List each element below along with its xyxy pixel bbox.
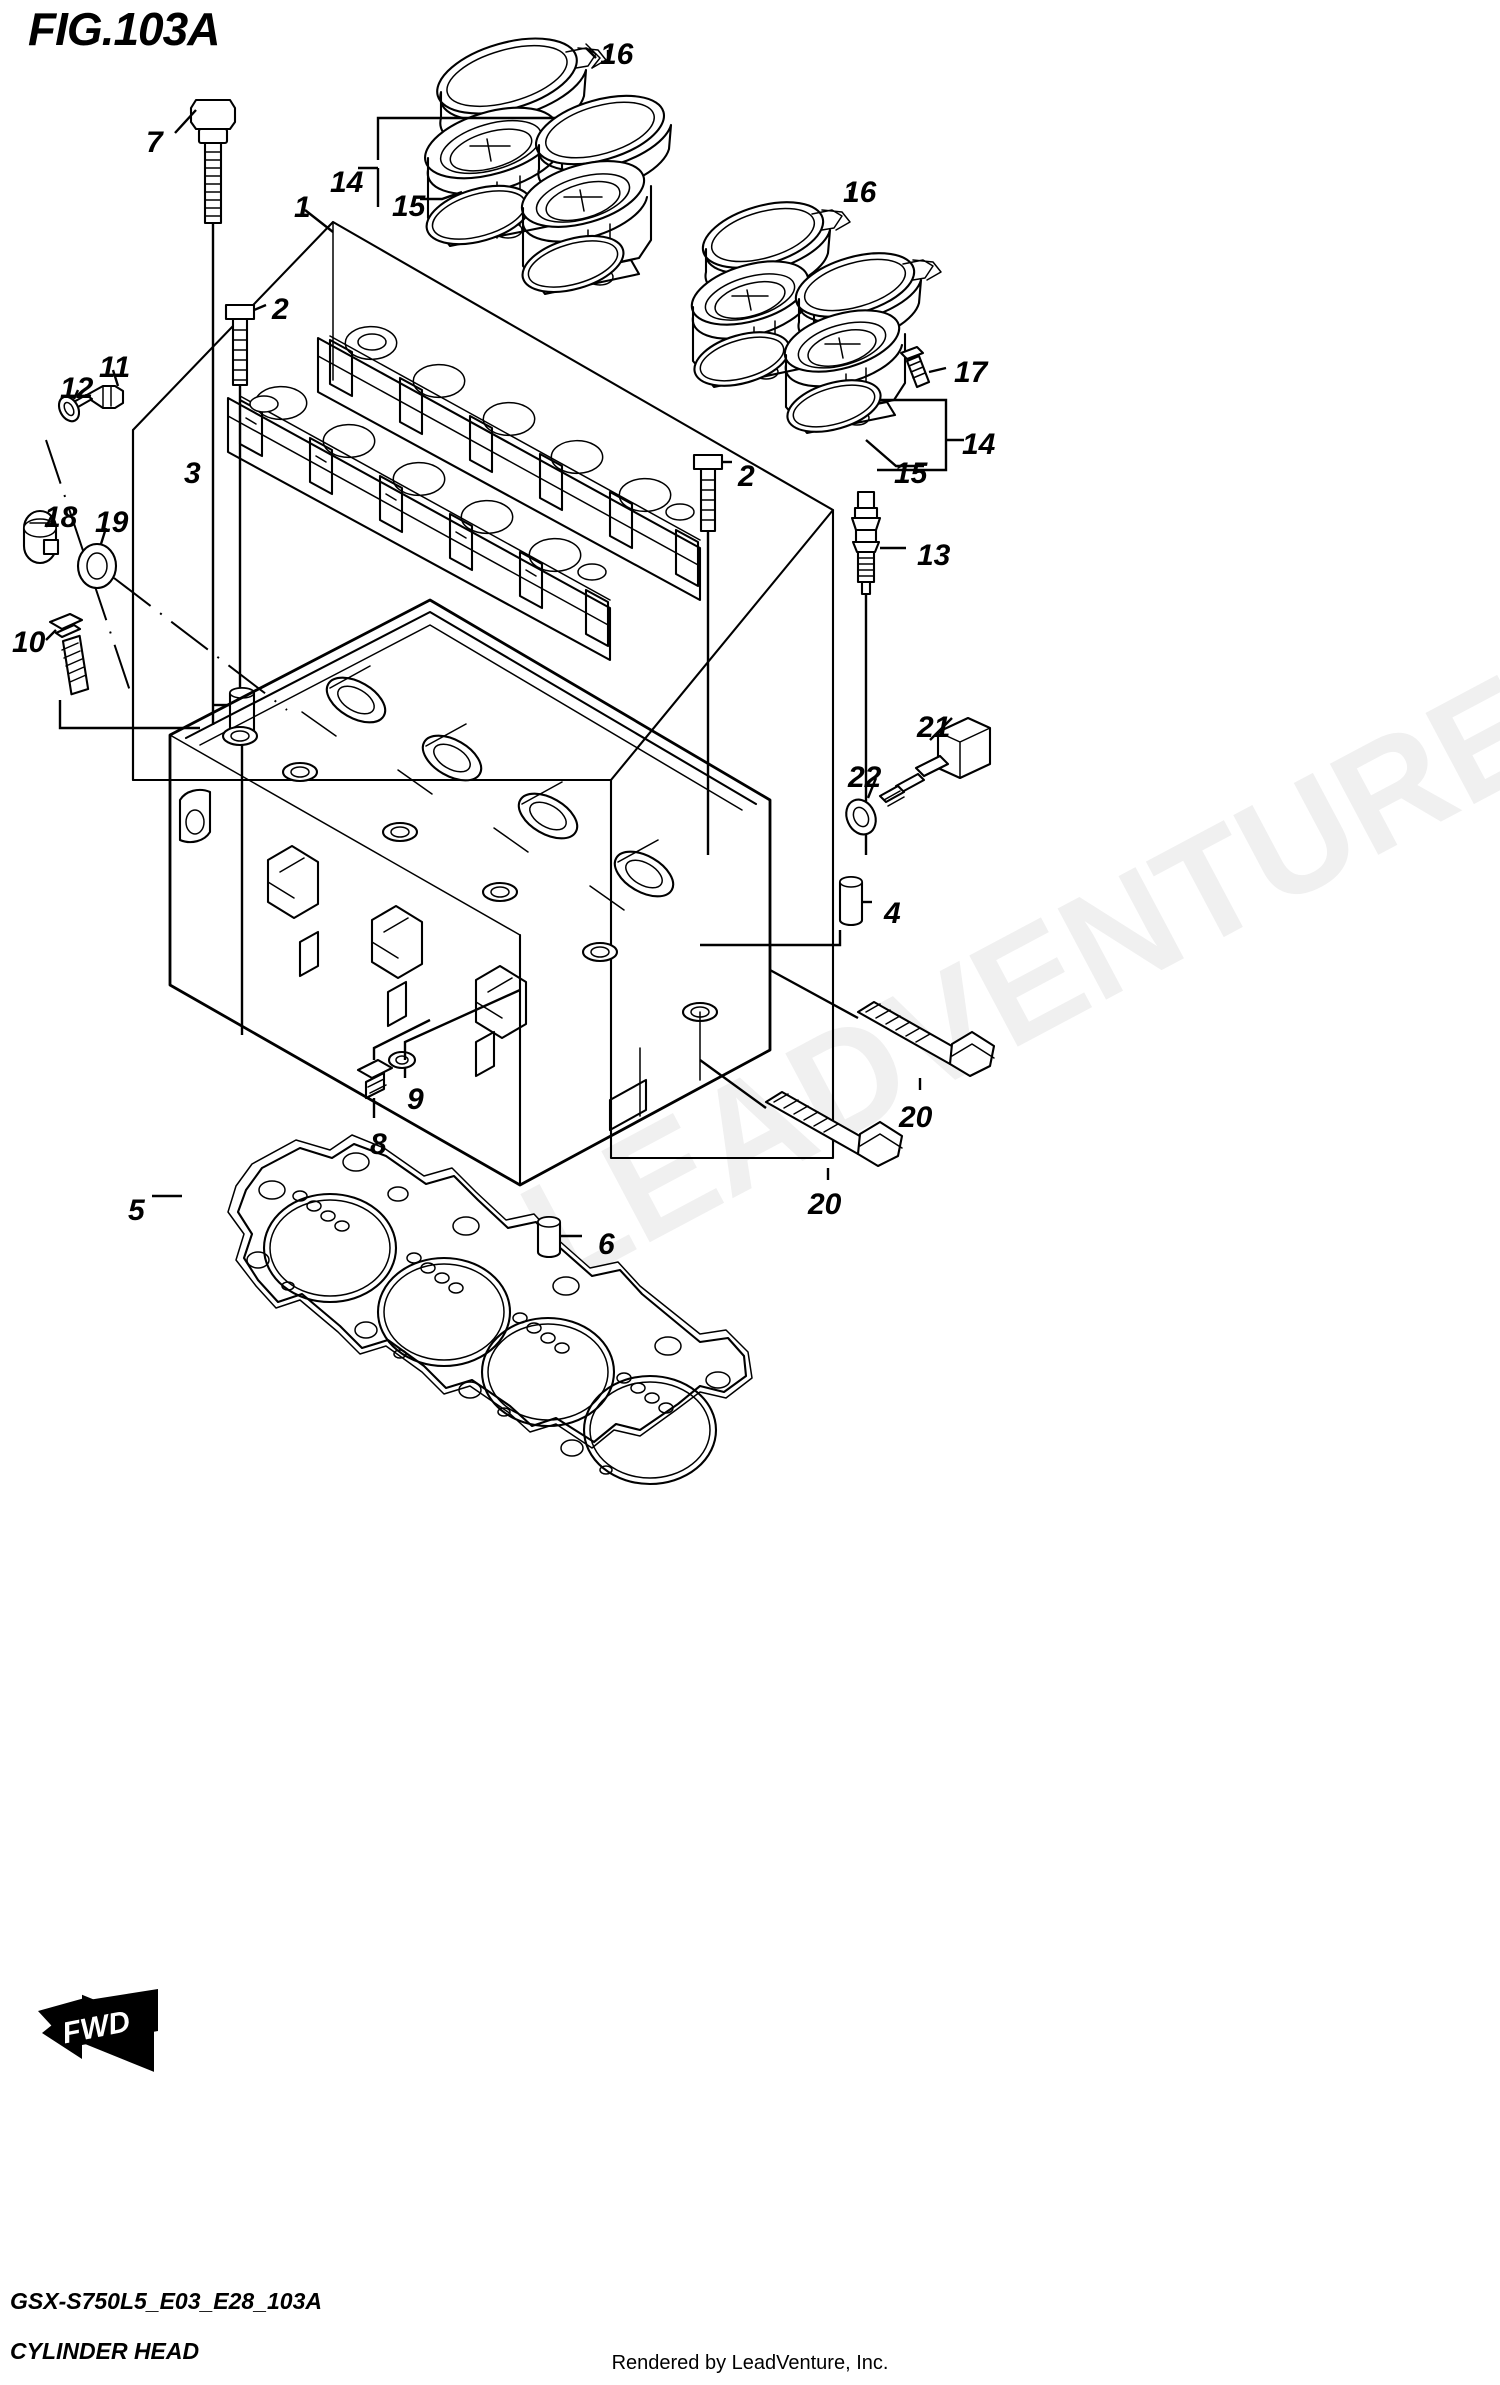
callout-6: 6 <box>598 1228 615 1261</box>
callout-11: 11 <box>99 351 131 384</box>
intake-group-left <box>358 37 673 296</box>
part-7-head-bolt <box>174 98 237 725</box>
render-credit: Rendered by LeadVenture, Inc. <box>611 2352 889 2374</box>
callout-21: 21 <box>917 711 951 744</box>
callout-14-left: 14 <box>330 166 364 199</box>
part-2-journal-bolt-left <box>224 303 267 700</box>
callout-7: 7 <box>146 126 163 159</box>
callout-2-left: 2 <box>272 293 289 326</box>
callout-1: 1 <box>294 191 311 224</box>
part-15-o-ring-right-b <box>786 379 924 468</box>
callout-3: 3 <box>184 457 201 490</box>
part-18-plug-cap <box>22 509 60 565</box>
part-6-dowel-pin-gasket <box>536 1215 582 1259</box>
callout-5: 5 <box>128 1194 145 1227</box>
part-15-o-ring-right-a <box>693 331 791 387</box>
part-4-dowel-pin <box>700 875 872 947</box>
valve-pockets <box>325 676 675 898</box>
figure-title: FIG.103A <box>28 3 220 55</box>
head-bolt-bosses <box>221 725 719 1023</box>
callout-20-a: 20 <box>899 1101 933 1134</box>
callout-13: 13 <box>917 539 951 572</box>
callout-19: 19 <box>95 506 129 539</box>
part-11-oil-jet-nozzle <box>70 369 125 410</box>
fwd-orientation-arrow: FWD <box>38 1985 166 2073</box>
part-16-funnel-ring-right-b <box>794 252 942 347</box>
part-10-flange-bolt <box>45 612 200 730</box>
part-15-o-ring-left-b <box>521 234 625 294</box>
callout-22: 22 <box>848 761 882 794</box>
watermark: LEADVENTURE <box>496 642 1500 1319</box>
part-17-clamp-screw <box>899 345 947 389</box>
part-8-small-bolt <box>356 1058 394 1118</box>
assembly-envelope-box <box>131 220 835 1160</box>
part-2-journal-bolt-right <box>692 453 732 855</box>
callout-4: 4 <box>884 897 901 930</box>
intake-group-right <box>690 190 964 472</box>
part-22-o-ring-sensor <box>845 777 878 836</box>
exhaust-stubs <box>298 930 496 1078</box>
part-21-coolant-sensor <box>878 716 992 807</box>
svg-text:LEADVENTURE: LEADVENTURE <box>496 642 1500 1319</box>
callout-12: 12 <box>60 372 94 405</box>
part-16-funnel-ring-left <box>436 37 610 147</box>
diagram-code: GSX-S750L5_E03_E28_103A <box>10 2288 322 2314</box>
callout-17: 17 <box>954 356 988 389</box>
callout-20-b: 20 <box>808 1188 842 1221</box>
part-9-washer <box>387 1050 417 1078</box>
callout-18: 18 <box>44 501 78 534</box>
intake-ports <box>266 844 528 1040</box>
callout-2-right: 2 <box>738 460 755 493</box>
callout-10: 10 <box>12 626 46 659</box>
callout-14-right: 14 <box>962 428 996 461</box>
cylinder-head-body <box>168 598 772 1187</box>
callout-16-right: 16 <box>843 176 877 209</box>
camshaft-holder-assembly <box>226 325 702 662</box>
part-20-head-bolt-a <box>856 1000 996 1090</box>
part-15-o-ring-left-a <box>420 184 533 246</box>
part-5-cylinder-head-gasket <box>152 1134 753 1486</box>
part-19-gasket-washer <box>76 527 288 711</box>
callout-16-left: 16 <box>600 38 634 71</box>
part-12-o-ring-nozzle <box>57 389 81 423</box>
callout-8: 8 <box>370 1128 387 1161</box>
callout-15-right: 15 <box>894 457 928 490</box>
part-20-head-bolt-b <box>764 1090 904 1180</box>
gasket-bores <box>262 1192 718 1486</box>
part-16-funnel-ring-right <box>701 190 852 297</box>
callout-15-left: 15 <box>392 190 426 223</box>
assembly-name: CYLINDER HEAD <box>10 2338 200 2364</box>
callout-9: 9 <box>407 1083 424 1116</box>
left-end-boss <box>178 788 212 844</box>
